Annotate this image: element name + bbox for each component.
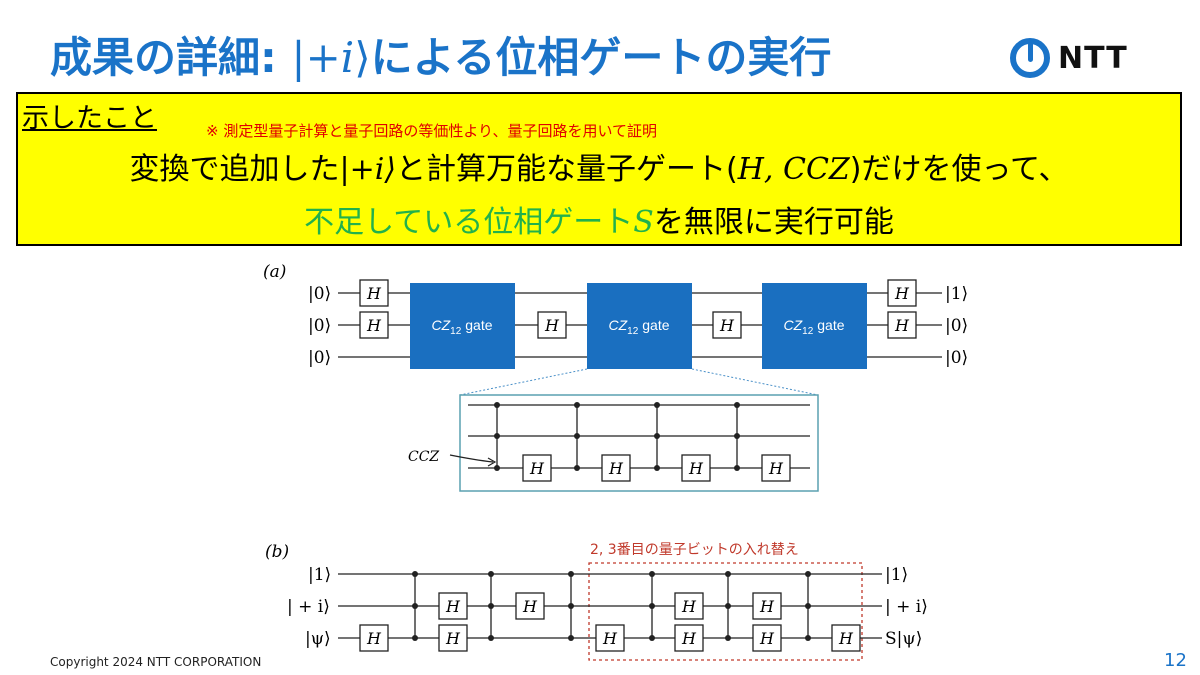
svg-text:H: H	[544, 316, 560, 335]
h-gate: H	[674, 592, 704, 620]
slide-title: 成果の詳細: |+𝑖⟩による位相ゲートの実行	[50, 24, 831, 85]
h-gate: H	[681, 454, 711, 482]
circuit-b-label: (b)	[265, 542, 289, 562]
h-gate: H	[595, 624, 625, 652]
h-gate: H	[712, 311, 742, 339]
svg-text:H: H	[445, 629, 461, 648]
circuit-a-output-1: |1⟩	[945, 284, 968, 304]
ccz-label: CCZ	[408, 449, 439, 465]
svg-text:H: H	[602, 629, 618, 648]
circuit-b-output-1: |1⟩	[885, 565, 908, 585]
svg-text:H: H	[688, 459, 704, 478]
svg-text:H: H	[759, 629, 775, 648]
h-gate: H	[752, 592, 782, 620]
svg-text:H: H	[366, 284, 382, 303]
h-gate: H	[887, 279, 917, 307]
result-note: ※ 測定型量子計算と量子回路の等価性より、量子回路を用いて証明	[206, 122, 657, 140]
svg-text:H: H	[719, 316, 735, 335]
circuit-b-wires	[338, 573, 882, 639]
h-gate: H	[761, 454, 791, 482]
ntt-logo: NTT	[1010, 38, 1128, 78]
circuit-a-input-1: |0⟩	[308, 284, 331, 304]
title-suffix: による位相ゲートの実行	[370, 33, 832, 82]
svg-text:H: H	[768, 459, 784, 478]
circuit-b-input-3: |ψ⟩	[305, 629, 331, 649]
h-gate: H	[438, 592, 468, 620]
circuit-a-h-gates: H H H H H H	[359, 279, 917, 339]
circuit-a-label: (a)	[263, 262, 286, 282]
title-prefix: 成果の詳細:	[50, 33, 292, 82]
circuit-a-output-3: |0⟩	[945, 348, 968, 368]
svg-text:H: H	[838, 629, 854, 648]
h-gate: H	[522, 454, 552, 482]
h-gate: H	[438, 624, 468, 652]
svg-text:H: H	[894, 284, 910, 303]
circuit-b-output-3: S|ψ⟩	[885, 629, 922, 649]
line1-ket: |+𝑖⟩	[339, 152, 397, 187]
svg-text:H: H	[366, 629, 382, 648]
h-gate: H	[515, 592, 545, 620]
svg-text:H: H	[681, 629, 697, 648]
svg-text:H: H	[608, 459, 624, 478]
swap-region	[588, 562, 863, 661]
svg-text:H: H	[445, 597, 461, 616]
h-gate: H	[674, 624, 704, 652]
zoom-lines	[459, 368, 819, 396]
circuit-b-input-1: |1⟩	[308, 565, 331, 585]
line2-part-b: を無限に実行可能	[653, 205, 894, 240]
page-number: 12	[1164, 650, 1187, 671]
circuit-b-h-gates: H H H H H H H H H H	[359, 592, 861, 652]
h-gate: H	[887, 311, 917, 339]
line1-part-c: )だけを使って、	[849, 152, 1069, 187]
circuit-a-input-3: |0⟩	[308, 348, 331, 368]
line1-gates: 𝐻, 𝐶𝐶𝑍	[737, 152, 850, 187]
title-ket: |+𝑖⟩	[291, 33, 371, 82]
h-gate: H	[752, 624, 782, 652]
line1-part-b: と計算万能な量子ゲート(	[396, 152, 738, 187]
h-gate: H	[831, 624, 861, 652]
h-gate: H	[359, 279, 389, 307]
result-line-2: 不足している位相ゲート𝑆を無限に実行可能	[18, 197, 1180, 241]
ccz-arrowhead-icon	[487, 457, 497, 467]
ccz-expansion: H H H H	[459, 394, 819, 492]
ccz-h-gates: H H H H	[522, 454, 791, 482]
h-gate: H	[601, 454, 631, 482]
ccz-arrow	[449, 454, 494, 463]
circuit-b-controls	[412, 571, 811, 641]
line2-green-a: 不足している位相ゲート	[304, 205, 634, 240]
h-gate: H	[359, 311, 389, 339]
circuit-a-input-2: |0⟩	[308, 316, 331, 336]
svg-text:H: H	[522, 597, 538, 616]
h-gate: H	[537, 311, 567, 339]
circuit-b-input-2: | + i⟩	[287, 597, 330, 617]
logo-text: NTT	[1058, 40, 1128, 76]
result-heading: 示したこと	[22, 103, 157, 134]
result-box: 示したこと ※ 測定型量子計算と量子回路の等価性より、量子回路を用いて証明 変換…	[16, 92, 1182, 246]
result-line-1: 変換で追加した|+𝑖⟩と計算万能な量子ゲート(𝐻, 𝐶𝐶𝑍)だけを使って、	[18, 144, 1180, 188]
svg-text:H: H	[681, 597, 697, 616]
svg-text:H: H	[366, 316, 382, 335]
line2-green-s: 𝑆	[633, 205, 654, 240]
line1-part-a: 変換で追加した	[129, 152, 340, 187]
ntt-ring-icon	[1010, 38, 1050, 78]
copyright: Copyright 2024 NTT CORPORATION	[50, 655, 262, 669]
circuit-b-output-2: | + i⟩	[885, 597, 928, 617]
swap-note: 2, 3番目の量子ビットの入れ替え	[590, 542, 799, 558]
svg-text:H: H	[529, 459, 545, 478]
svg-text:H: H	[759, 597, 775, 616]
circuit-a-output-2: |0⟩	[945, 316, 968, 336]
svg-text:H: H	[894, 316, 910, 335]
h-gate: H	[359, 624, 389, 652]
